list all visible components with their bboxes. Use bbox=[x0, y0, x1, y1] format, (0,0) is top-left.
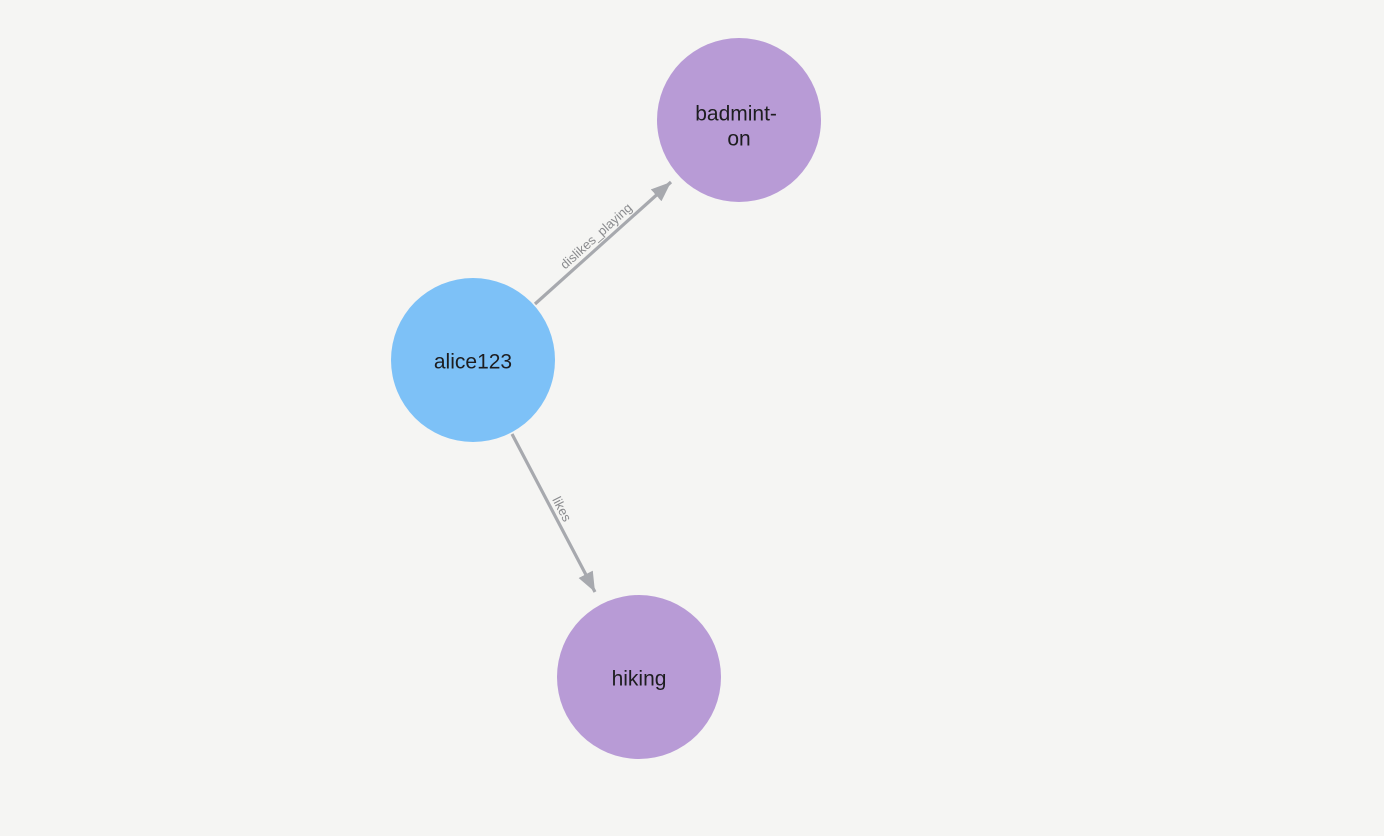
edge-line-dislikes-playing[interactable] bbox=[533, 180, 673, 306]
graph-node-alice123[interactable] bbox=[391, 278, 555, 442]
edge-line-likes[interactable] bbox=[510, 433, 597, 593]
graph-node-hiking[interactable] bbox=[557, 595, 721, 759]
graph-node-badminton[interactable] bbox=[657, 38, 821, 202]
edge-label-dislikes-playing: dislikes_playing bbox=[557, 200, 635, 272]
